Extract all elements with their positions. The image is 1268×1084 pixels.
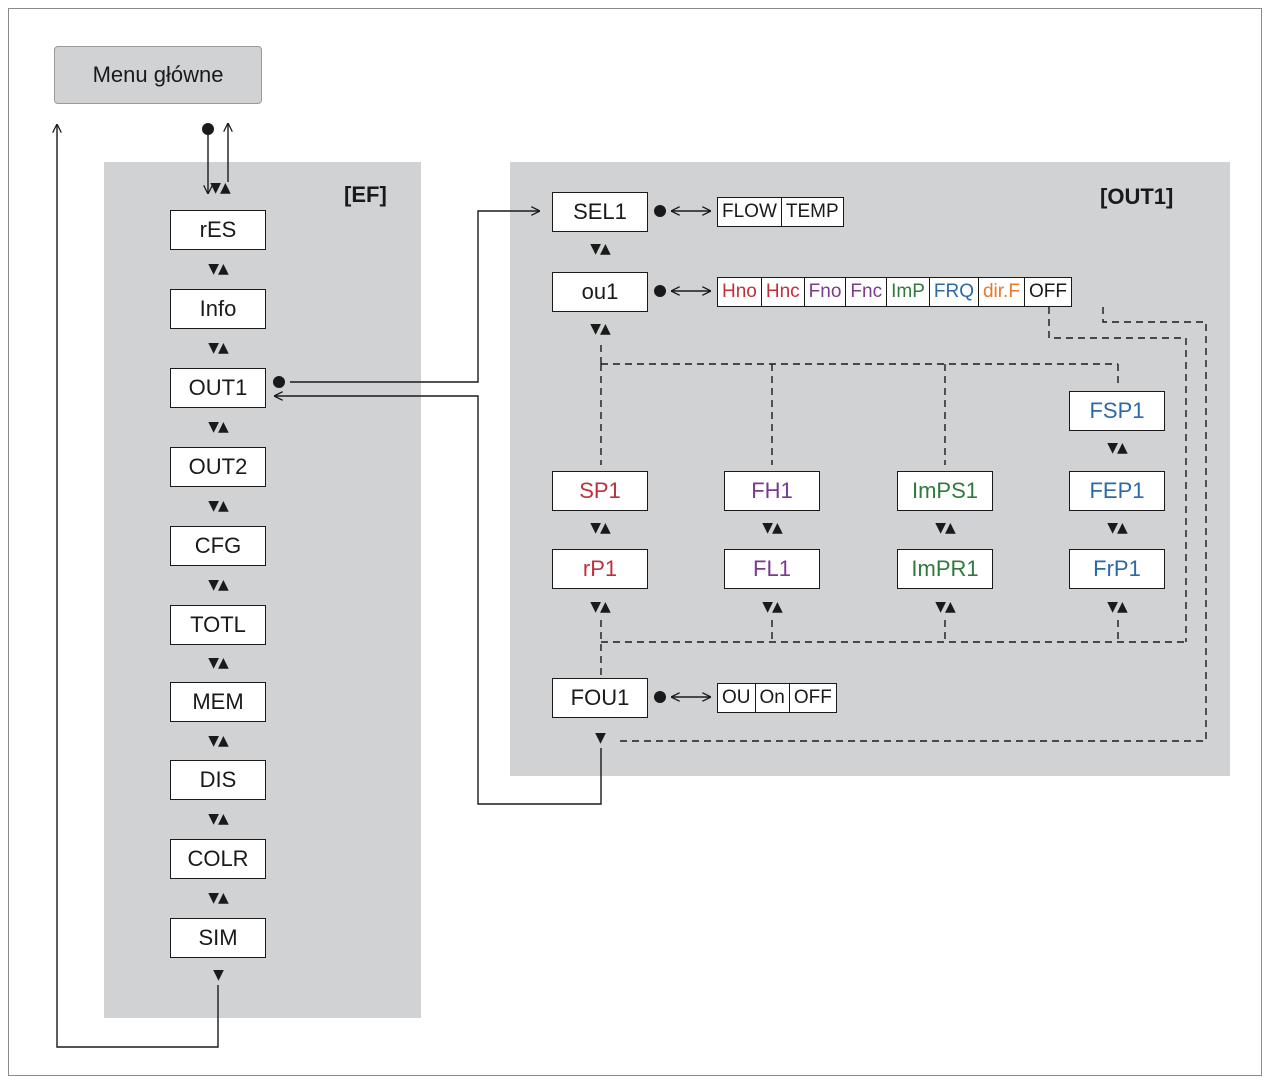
updown-arrow-icon: ▼▲ — [762, 520, 783, 536]
ef-item-out2[interactable]: OUT2 — [170, 447, 266, 487]
down-arrow-icon: ▼ — [595, 730, 606, 746]
ef-item-info[interactable]: Info — [170, 289, 266, 329]
ou1-option-dirf[interactable]: dir.F — [977, 278, 1024, 306]
down-arrow-icon: ▼ — [213, 967, 224, 983]
ou1-option-imp[interactable]: ImP — [886, 278, 929, 306]
updown-arrow-icon: ▼▲ — [590, 520, 611, 536]
updown-arrow-icon: ▼▲ — [208, 733, 229, 749]
ou1-option-hno[interactable]: Hno — [722, 281, 757, 302]
out1-fl1-box[interactable]: FL1 — [724, 549, 820, 589]
out1-panel-title: [OUT1] — [1100, 184, 1174, 209]
sel1-options: FLOW TEMP — [717, 197, 844, 227]
ef-panel-title: [EF] — [344, 182, 387, 207]
updown-arrow-icon: ▼▲ — [208, 261, 229, 277]
ef-item-out1[interactable]: OUT1 — [170, 368, 266, 408]
main-menu-box[interactable]: Menu główne — [54, 46, 262, 104]
updown-arrow-icon: ▼▲ — [1107, 440, 1128, 456]
updown-arrow-icon: ▼▲ — [590, 241, 611, 257]
fou1-options: OU On OFF — [717, 683, 837, 713]
updown-arrow-icon: ▼▲ — [208, 655, 229, 671]
out1-fh1-box[interactable]: FH1 — [724, 471, 820, 511]
updown-arrow-icon: ▼▲ — [210, 180, 231, 196]
out1-fou1-box[interactable]: FOU1 — [552, 678, 648, 718]
updown-arrow-icon: ▼▲ — [208, 890, 229, 906]
updown-arrow-icon: ▼▲ — [208, 340, 229, 356]
out1-sp1-box[interactable]: SP1 — [552, 471, 648, 511]
ou1-option-frq[interactable]: FRQ — [928, 278, 978, 306]
ef-item-totl[interactable]: TOTL — [170, 605, 266, 645]
ef-item-res[interactable]: rES — [170, 210, 266, 250]
updown-arrow-icon: ▼▲ — [208, 811, 229, 827]
out1-impr1-box[interactable]: ImPR1 — [897, 549, 993, 589]
updown-arrow-icon: ▼▲ — [590, 321, 611, 337]
ou1-options: Hno Hnc Fno Fnc ImP FRQ dir.F OFF — [717, 277, 1072, 307]
updown-arrow-icon: ▼▲ — [590, 599, 611, 615]
out1-frp1-box[interactable]: FrP1 — [1069, 549, 1165, 589]
updown-arrow-icon: ▼▲ — [935, 520, 956, 536]
fou1-option-ou[interactable]: OU — [722, 687, 751, 708]
out1-imps1-box[interactable]: ImPS1 — [897, 471, 993, 511]
ef-item-colr[interactable]: COLR — [170, 839, 266, 879]
ef-item-mem[interactable]: MEM — [170, 682, 266, 722]
updown-arrow-icon: ▼▲ — [935, 599, 956, 615]
updown-arrow-icon: ▼▲ — [208, 577, 229, 593]
ou1-option-fno[interactable]: Fno — [803, 278, 846, 306]
out1-ou1-box[interactable]: ou1 — [552, 272, 648, 312]
out1-fep1-box[interactable]: FEP1 — [1069, 471, 1165, 511]
ef-item-cfg[interactable]: CFG — [170, 526, 266, 566]
ef-item-sim[interactable]: SIM — [170, 918, 266, 958]
updown-arrow-icon: ▼▲ — [208, 419, 229, 435]
updown-arrow-icon: ▼▲ — [208, 498, 229, 514]
ou1-option-fnc[interactable]: Fnc — [845, 278, 886, 306]
sel1-option-flow[interactable]: FLOW — [722, 201, 777, 222]
updown-arrow-icon: ▼▲ — [762, 599, 783, 615]
updown-arrow-icon: ▼▲ — [1107, 599, 1128, 615]
out1-rp1-box[interactable]: rP1 — [552, 549, 648, 589]
ou1-option-hnc[interactable]: Hnc — [760, 278, 804, 306]
sel1-option-temp[interactable]: TEMP — [780, 198, 843, 226]
out1-fsp1-box[interactable]: FSP1 — [1069, 391, 1165, 431]
fou1-option-on[interactable]: On — [754, 684, 789, 712]
fou1-option-off[interactable]: OFF — [788, 684, 836, 712]
updown-arrow-icon: ▼▲ — [1107, 520, 1128, 536]
out1-sel1-box[interactable]: SEL1 — [552, 192, 648, 232]
ef-item-dis[interactable]: DIS — [170, 760, 266, 800]
ou1-option-off[interactable]: OFF — [1023, 278, 1071, 306]
